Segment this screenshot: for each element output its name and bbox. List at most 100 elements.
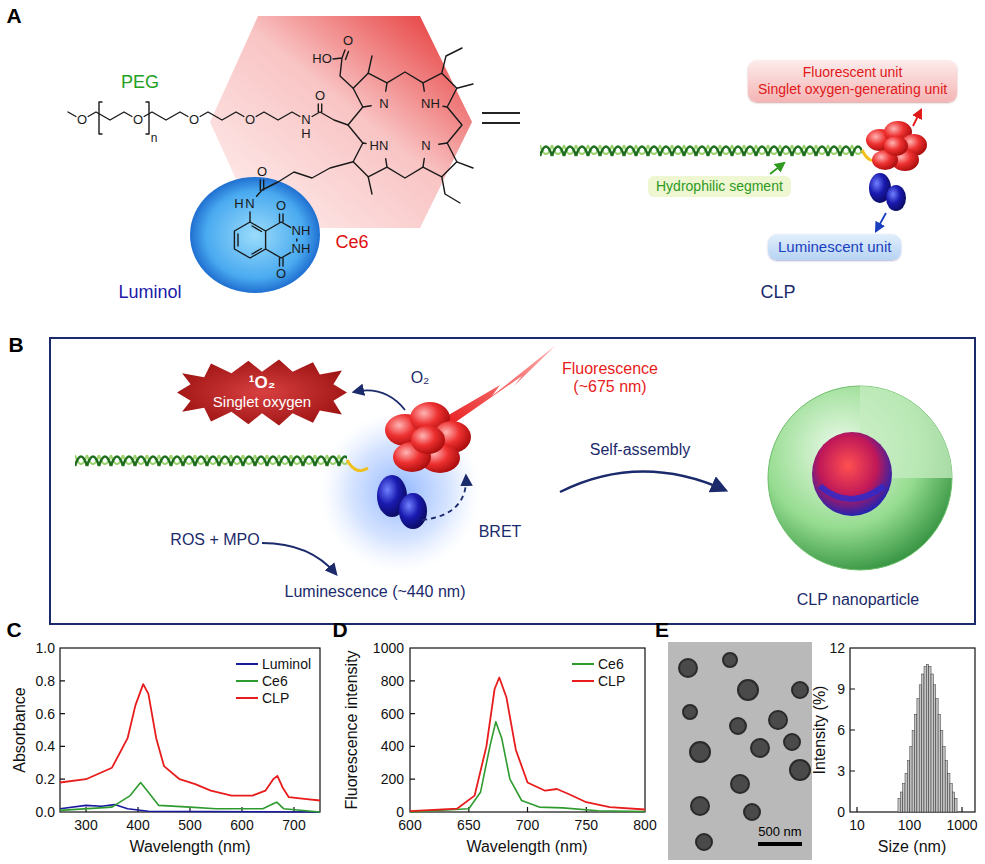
- atom-label: O: [315, 89, 325, 104]
- chart-c: [60, 648, 320, 812]
- molecule-name: Luminol: [118, 282, 181, 303]
- atom-label: O: [133, 113, 143, 128]
- panel-letter: C: [6, 618, 21, 642]
- atom-label: O: [245, 113, 255, 128]
- starburst-outline: [177, 359, 347, 425]
- tick-label: 600: [381, 706, 404, 722]
- tick-label: 750: [575, 817, 598, 833]
- legend-line: [572, 680, 594, 682]
- legend-line: [236, 697, 258, 699]
- legend-line: [236, 663, 258, 665]
- node-text-group: Hydrophilic segment: [656, 178, 783, 195]
- atom-label: O: [189, 113, 199, 128]
- tick-label: 700: [282, 817, 305, 833]
- atom-label: NH: [292, 242, 311, 257]
- emission-label: Luminescence (~440 nm): [285, 583, 466, 601]
- atom-label: N: [421, 139, 430, 154]
- legend-text: CLP: [262, 690, 289, 706]
- legend-text: Luminol: [262, 656, 311, 672]
- tick-label: 300: [74, 817, 97, 833]
- equals-sign: [482, 113, 520, 123]
- tick-label: 400: [126, 817, 149, 833]
- axis-title: Size (nm): [878, 838, 946, 856]
- atom-label: N: [245, 197, 254, 212]
- clp-cartoon: [540, 121, 927, 211]
- atom-label: HO: [312, 52, 332, 67]
- axis-title: Wavelength (nm): [129, 838, 250, 856]
- panel-frame: [50, 338, 975, 624]
- tick-label: 1.0: [36, 640, 55, 656]
- node-text: Fluorescent unit: [758, 64, 947, 81]
- luminol-region: [190, 177, 320, 293]
- singlet-oxygen-burst: ¹O₂Singlet oxygen: [177, 358, 347, 427]
- tick-label: 500: [178, 817, 201, 833]
- tick-label: 0.4: [36, 738, 55, 754]
- atom-label: N: [301, 113, 310, 128]
- chart-d: [410, 648, 645, 812]
- node-text: Singlet oxygen-generating unit: [758, 81, 947, 98]
- tick-label: 9: [837, 681, 845, 697]
- atom-label: NH: [421, 97, 440, 112]
- size-histogram: [850, 648, 975, 812]
- legend-line: [572, 663, 594, 665]
- tick-label: 600: [398, 817, 421, 833]
- repeat-subscript: n: [151, 132, 158, 146]
- tick-label: 6: [837, 722, 845, 738]
- tick-label: 10: [849, 817, 865, 833]
- atom-label: O: [276, 199, 286, 214]
- starburst-shape: [177, 358, 347, 427]
- tem-image: [668, 642, 812, 860]
- chemical-bonds: [68, 48, 473, 266]
- axis-title: Wavelength (nm): [466, 838, 587, 856]
- panel-letter: D: [332, 618, 347, 642]
- tick-label: 12: [829, 640, 845, 656]
- leader-lines: [770, 110, 921, 231]
- node-text-group: Luminescent unit: [778, 238, 891, 256]
- tick-label: 1000: [946, 817, 977, 833]
- unit-box: Hydrophilic segment: [648, 176, 791, 197]
- legend-text: Ce6: [262, 673, 288, 689]
- atom-label: O: [276, 267, 286, 282]
- process-label: BRET: [479, 523, 522, 541]
- tick-label: 700: [516, 817, 539, 833]
- atom-label: N: [379, 97, 388, 112]
- tick-label: 0: [837, 804, 845, 820]
- atom-label: H: [301, 127, 310, 142]
- mechanism-illustration: [75, 345, 952, 574]
- panel-letter: A: [6, 4, 21, 28]
- scale-bar-label: 500 nm: [758, 825, 801, 840]
- tick-label: 1000: [373, 640, 404, 656]
- axis-title: Fluorescence intensity: [344, 650, 360, 809]
- molecule-name: PEG: [121, 72, 159, 93]
- legend-text: CLP: [598, 673, 625, 689]
- tick-label: 0.6: [36, 706, 55, 722]
- panel-letter: B: [8, 333, 23, 357]
- tick-label: 200: [381, 771, 404, 787]
- tick-label: 100: [898, 817, 921, 833]
- node-text: Singlet oxygen: [213, 393, 311, 411]
- process-label: ROS + MPO: [170, 531, 259, 549]
- node-text-group: ¹O₂Singlet oxygen: [213, 373, 311, 411]
- panel-letter: E: [655, 618, 669, 642]
- tick-label: 0.2: [36, 771, 55, 787]
- atom-label: HN: [370, 139, 389, 154]
- tick-label: 0.0: [36, 804, 55, 820]
- atom-label: NH: [292, 224, 311, 239]
- tick-label: 3: [837, 763, 845, 779]
- tick-label: 650: [457, 817, 480, 833]
- node-text: Hydrophilic segment: [656, 178, 783, 195]
- axis-title: Intensity (%): [812, 686, 828, 775]
- legend-text: Ce6: [598, 656, 624, 672]
- unit-box: Fluorescent unitSinglet oxygen-generatin…: [748, 60, 957, 102]
- tick-label: 800: [381, 673, 404, 689]
- unit-box: Luminescent unit: [768, 234, 901, 260]
- tick-label: 400: [381, 738, 404, 754]
- species-label: O₂: [411, 369, 430, 387]
- tick-label: 600: [230, 817, 253, 833]
- atom-label: O: [77, 113, 87, 128]
- legend-line: [236, 680, 258, 682]
- atom-label: O: [257, 165, 267, 180]
- atom-label: H: [234, 197, 243, 212]
- node-text-group: Fluorescent unitSinglet oxygen-generatin…: [758, 64, 947, 98]
